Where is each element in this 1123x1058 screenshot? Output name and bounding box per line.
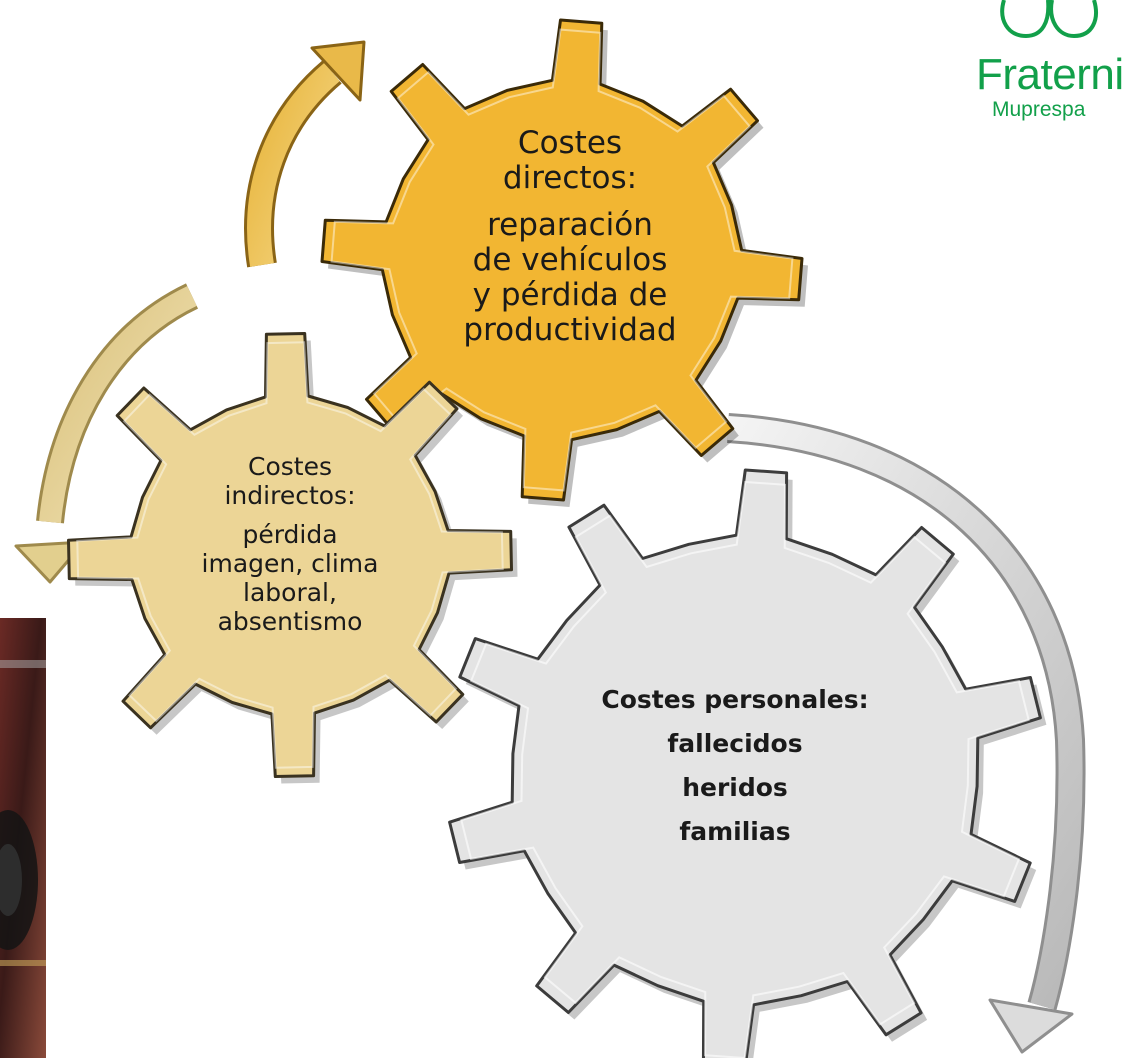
- gear-direct-line: reparación: [487, 207, 653, 243]
- gear-indirect-bevel: [76, 341, 504, 769]
- gear-personal-line: familias: [679, 817, 791, 846]
- gear-indirect-line: pérdida: [242, 520, 338, 549]
- gear-indirect-line: absentismo: [217, 607, 363, 636]
- gear-personal-line: fallecidos: [667, 729, 803, 758]
- gear-direct-line: de vehículos: [472, 242, 668, 278]
- logo-rings-icon: [1000, 0, 1098, 39]
- gear-indirect-line: imagen, clima: [201, 549, 379, 578]
- gear-direct: [320, 18, 808, 507]
- gear-direct-line: Costes: [517, 125, 623, 161]
- gear-direct-line: directos:: [502, 160, 638, 196]
- gear-personal-bevel: [460, 480, 1030, 1058]
- gear-indirect-line: indirectos:: [224, 481, 356, 510]
- gear-indirect-line: laboral,: [243, 578, 337, 607]
- arrow-gold-up: [244, 40, 366, 268]
- gear-indirect-gap: [160, 510, 420, 520]
- arrow-silver-down: [727, 413, 1086, 1054]
- gear-indirect: [67, 332, 518, 784]
- gear-direct-label: Costes directos: reparación de vehículos…: [420, 126, 720, 348]
- gear-direct-line: y pérdida de: [472, 277, 668, 313]
- fraternidad-logo: Fraternidad Muprespa: [960, 0, 1123, 130]
- logo-name: Fraternidad: [976, 50, 1123, 99]
- gear-indirect-label: Costes indirectos: pérdida imagen, clima…: [160, 452, 420, 636]
- background-photo: [0, 618, 46, 1058]
- gear-personal: [448, 468, 1047, 1058]
- gear-personal-label: Costes personales: fallecidos heridos fa…: [540, 678, 930, 854]
- gear-direct-line: productividad: [463, 312, 677, 348]
- arrow-tan-down: [14, 283, 199, 584]
- gear-direct-shape: [320, 18, 804, 502]
- gear-personal-line: heridos: [682, 773, 788, 802]
- gear-personal-line: Costes personales:: [601, 685, 869, 714]
- gear-personal-shape: [448, 468, 1042, 1058]
- gear-indirect-shape: [67, 332, 513, 778]
- gear-indirect-line: Costes: [248, 452, 332, 481]
- gear-direct-bevel: [330, 28, 794, 492]
- logo-subtitle: Muprespa: [992, 98, 1086, 121]
